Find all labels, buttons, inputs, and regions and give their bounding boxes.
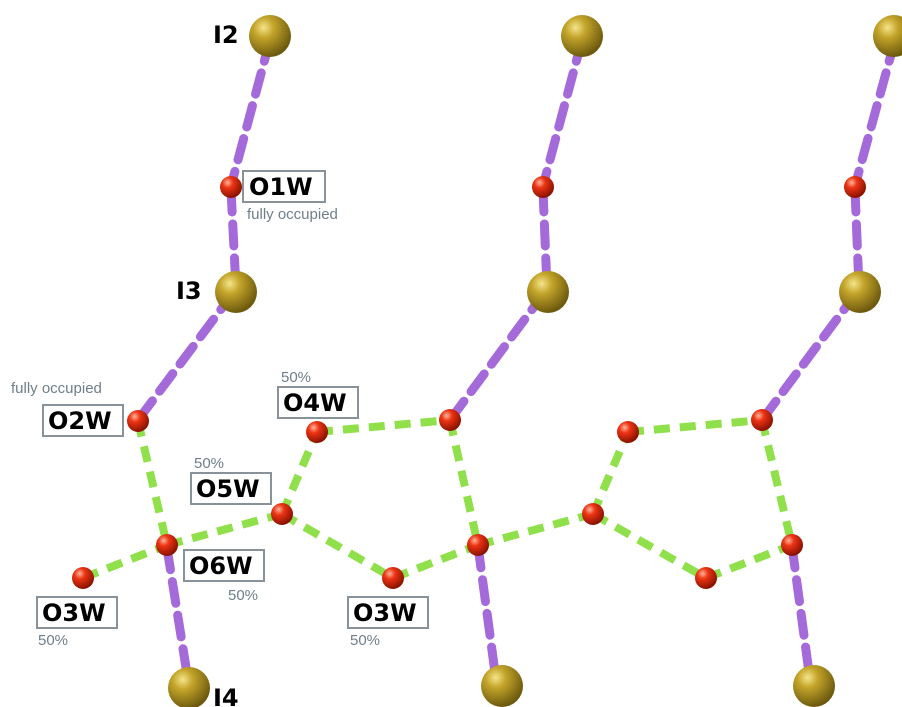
oxygen-atom-o3w-left [72, 567, 94, 589]
oxygen-atom-o1w [220, 176, 242, 198]
label-box-o3w-left [36, 596, 118, 629]
oxygen-atom-o4w [306, 421, 328, 443]
hbond-o3w-o6w [81, 541, 169, 582]
note-o3w-mid-occupancy: 50% [350, 632, 380, 649]
bond-col2-o-ibottom [473, 541, 501, 685]
oxygen-atom-o5w [271, 503, 293, 525]
iodine-atom [793, 665, 835, 707]
note-o5w-occupancy: 50% [194, 455, 224, 472]
iodine-atom [561, 15, 603, 57]
oxygen-atom [617, 421, 639, 443]
oxygen-atoms [72, 176, 866, 589]
hbond-o5w-o3w [280, 510, 395, 582]
iodine-atom [839, 271, 881, 313]
label-i3: I3 [176, 277, 202, 305]
hbond-o-o-vert [446, 419, 482, 546]
label-box-o6w [183, 549, 265, 582]
bond-i-col3-top [850, 35, 900, 191]
water-labels: O1W O2W O4W O5W O6W O3W O3W [36, 170, 429, 629]
note-o6w-occupancy: 50% [228, 587, 258, 604]
iodine-atom [481, 665, 523, 707]
label-box-o4w [277, 386, 359, 419]
iodine-atom-i3 [215, 271, 257, 313]
oxygen-atom [439, 409, 461, 431]
hbond-o3w-o [391, 541, 480, 582]
oxygen-atom [582, 503, 604, 525]
label-o2w: O2W [48, 407, 112, 435]
iodine-atom [873, 15, 902, 57]
hbond-o-o-vert2 [758, 419, 796, 546]
occupancy-notes: fully occupied fully occupied 50% 50% 50… [11, 206, 380, 649]
label-o3w-left: O3W [42, 599, 106, 627]
bond-o6w-i4 [162, 543, 193, 685]
note-o1w-occupancy: fully occupied [247, 206, 338, 223]
label-o6w: O6W [189, 552, 253, 580]
iodine-atom-i2 [249, 15, 291, 57]
label-box-o1w [242, 170, 326, 203]
label-box-o2w [42, 404, 124, 437]
note-o3w-left-occupancy: 50% [38, 632, 68, 649]
label-o4w: O4W [283, 389, 347, 417]
note-o2w-occupancy: fully occupied [11, 380, 102, 397]
bond-i2-o1w [226, 35, 275, 191]
hbond-o2w-o6w [134, 420, 171, 546]
oxygen-atom [844, 176, 866, 198]
oxygen-atom [467, 534, 489, 556]
oxygen-atom [751, 409, 773, 431]
note-o4w-occupancy: 50% [281, 369, 311, 386]
label-i2: I2 [213, 21, 239, 49]
hbond-o-o-up [589, 430, 632, 516]
hbond-o6w-o5w [165, 510, 284, 549]
iodine-atom-i4 [168, 667, 210, 707]
oxygen-atom [532, 176, 554, 198]
hbond-o5w-o4w [278, 430, 321, 516]
bond-col3-i-o [757, 287, 862, 425]
hbond-o-o-right [476, 510, 595, 549]
oxygen-atom-o6w [156, 534, 178, 556]
bond-col2-i-o [445, 287, 550, 425]
label-o5w: O5W [196, 475, 260, 503]
iodine-water-bonds [133, 35, 900, 685]
oxygen-atom [695, 567, 717, 589]
water-water-bonds [81, 416, 796, 582]
oxygen-atom [781, 534, 803, 556]
hbond-o-o-low [704, 541, 794, 582]
hbond-o4w-o [316, 416, 451, 436]
oxygen-atom-o2w [127, 410, 149, 432]
bond-i3-o2w [133, 287, 239, 425]
iodine-labels: I2 I3 I4 [176, 21, 239, 707]
bond-i-col2-top [538, 35, 587, 191]
hbond-o-o-down [591, 510, 708, 582]
bond-col3-o-ibottom [787, 541, 815, 685]
label-o3w-mid: O3W [353, 599, 417, 627]
label-i4: I4 [213, 684, 239, 707]
label-box-o3w-mid [347, 596, 429, 629]
label-box-o5w [190, 472, 272, 505]
hbond-o-o-top [627, 416, 763, 436]
label-o1w: O1W [249, 173, 313, 201]
iodine-atoms [168, 15, 902, 707]
oxygen-atom-o3w-mid [382, 567, 404, 589]
iodine-atom [527, 271, 569, 313]
